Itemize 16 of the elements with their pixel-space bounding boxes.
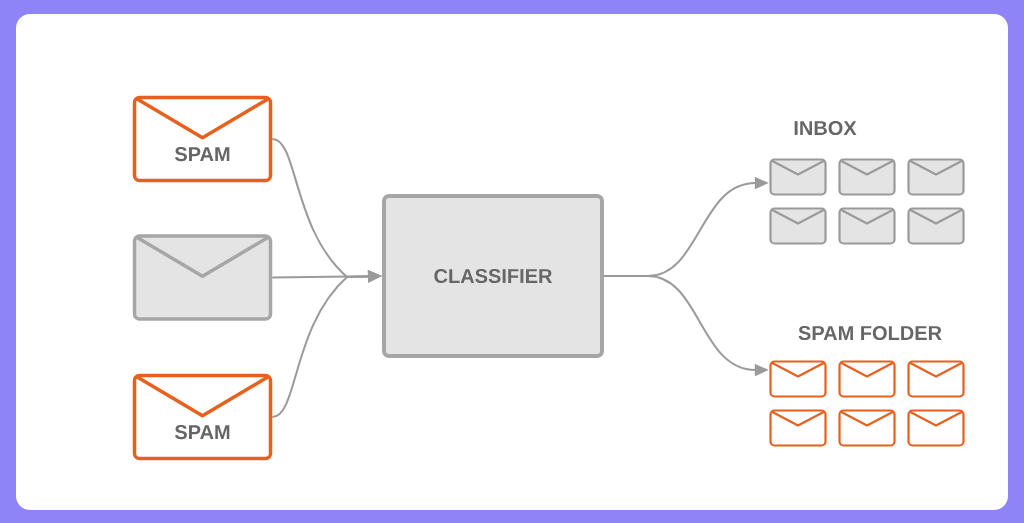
envelope-icon	[769, 409, 827, 447]
envelope-icon	[838, 207, 896, 245]
envelope-icon	[769, 360, 827, 398]
group-heading: SPAM FOLDER	[798, 325, 942, 341]
envelope-icon	[907, 207, 965, 245]
group-heading: INBOX	[794, 120, 857, 136]
envelope-icon	[769, 158, 827, 196]
envelope-icon	[907, 158, 965, 196]
envelope-icon	[907, 409, 965, 447]
envelope-icon	[838, 360, 896, 398]
envelope-icon	[769, 207, 827, 245]
envelope-icon	[132, 234, 273, 321]
envelope-icon	[838, 409, 896, 447]
envelope-icon	[907, 360, 965, 398]
envelope-icon	[838, 158, 896, 196]
process-box: CLASSIFIER	[382, 194, 604, 358]
